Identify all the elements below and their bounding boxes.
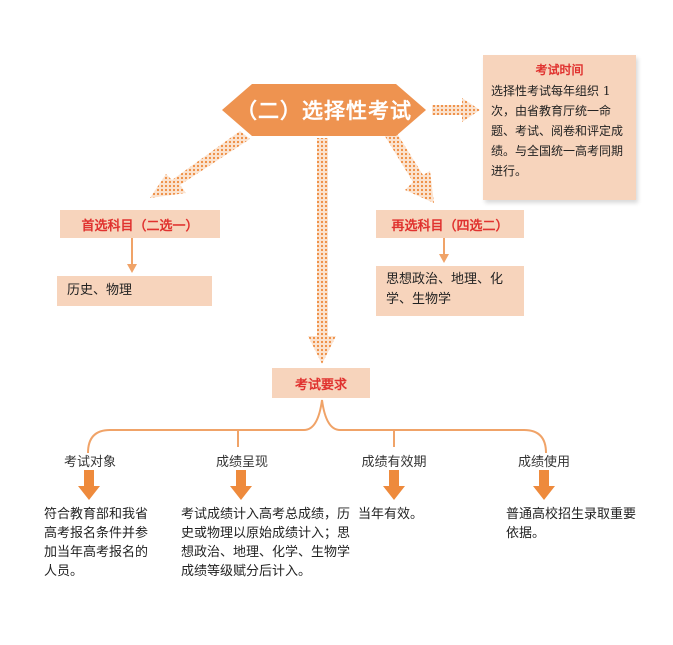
- exam-time-body: 选择性考试每年组织 1 次，由省教育厅统一命题、考试、阅卷和评定成绩。与全国统一…: [491, 84, 624, 178]
- second-choice-subjects: 思想政治、地理、化学、生物学: [376, 266, 524, 316]
- leaf-label-exam-target: 考试对象: [63, 455, 116, 470]
- arrow-first-choice-subjects: [127, 264, 137, 273]
- arrow-leaf-2: [230, 470, 252, 500]
- arrow-to-first-choice: [150, 131, 250, 198]
- leaf-label-score-display: 成绩呈现: [215, 455, 268, 470]
- arrow-second-choice-subjects: [439, 254, 449, 263]
- leaf-text-score-usage: 普通高校招生录取重要依据。: [506, 507, 637, 541]
- leaf-text-score-display: 考试成绩计入高考总成绩，历史或物理以原始成绩计入；思想政治、地理、化学、生物学成…: [181, 507, 351, 579]
- exam-time-heading: 考试时间: [535, 63, 584, 77]
- arrow-leaf-3: [383, 470, 405, 500]
- leaf-text-exam-target: 符合教育部和我省高考报名条件并参加当年高考报名的人员。: [44, 507, 149, 579]
- arrow-to-second-choice: [383, 127, 434, 203]
- leaf-label-score-usage: 成绩使用: [517, 455, 570, 470]
- title-hexagon: [222, 84, 426, 136]
- diagram-title: （二）选择性考试: [236, 98, 412, 123]
- leaf-label-validity: 成绩有效期: [361, 455, 427, 470]
- requirements-brace: [87, 399, 547, 454]
- arrow-leaf-4: [533, 470, 555, 500]
- leaf-text-validity: 当年有效。: [358, 507, 424, 522]
- first-choice-subjects: 历史、物理: [57, 276, 212, 306]
- second-choice-box: 再选科目（四选二）: [376, 210, 524, 238]
- arrow-leaf-1: [78, 470, 100, 500]
- exam-time-box: 考试时间 选择性考试每年组织 1 次，由省教育厅统一命题、考试、阅卷和评定成绩。…: [483, 55, 636, 200]
- arrow-to-exam-time: [432, 98, 480, 122]
- first-choice-box: 首选科目（二选一）: [60, 210, 220, 238]
- arrow-to-requirements: [308, 138, 336, 364]
- requirements-box: 考试要求: [272, 368, 370, 398]
